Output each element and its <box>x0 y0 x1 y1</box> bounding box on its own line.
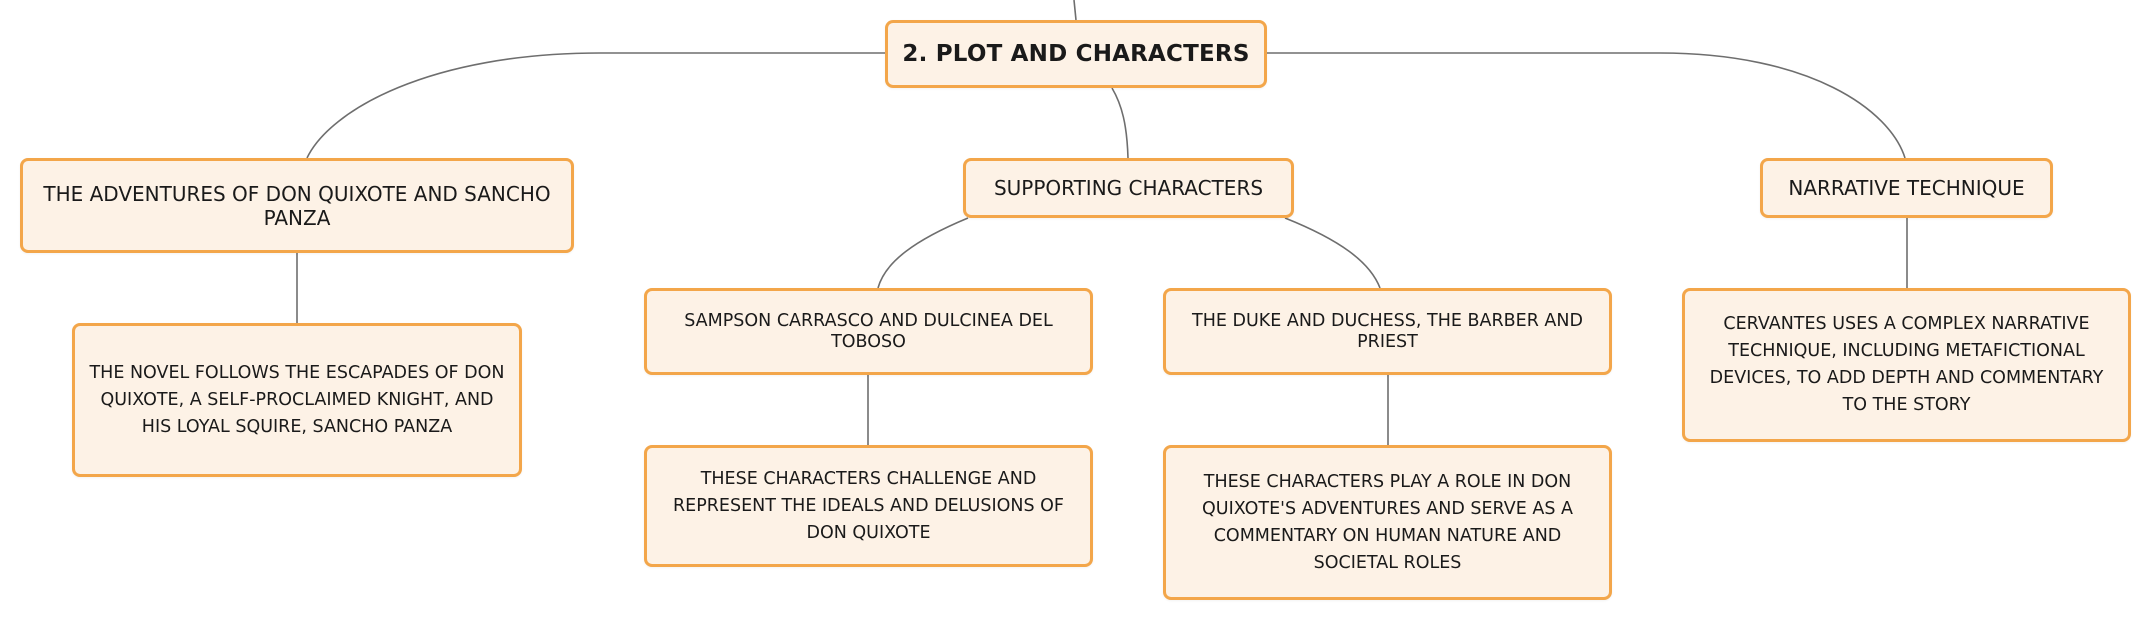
detail-node-narrative-technique-text: CERVANTES USES A COMPLEX NARRATIVE TECHN… <box>1709 314 2104 415</box>
child-node-sampson-dulcinea[interactable]: SAMPSON CARRASCO AND DULCINEA DEL TOBOSO <box>644 288 1093 375</box>
branch-node-narrative-technique[interactable]: NARRATIVE TECHNIQUE <box>1760 158 2053 218</box>
connector-root-incoming <box>1073 0 1077 21</box>
root-node[interactable]: 2. PLOT AND CHARACTERS <box>885 20 1267 88</box>
detail-node-adventures-text: THE NOVEL FOLLOWS THE ESCAPADES OF DON Q… <box>89 362 505 437</box>
detail-node-adventures[interactable]: THE NOVEL FOLLOWS THE ESCAPADES OF DON Q… <box>72 323 522 477</box>
connector-root-to-narrative <box>1267 52 1906 159</box>
branch-node-adventures[interactable]: THE ADVENTURES OF DON QUIXOTE AND SANCHO… <box>20 158 574 253</box>
child-node-sampson-dulcinea-label: SAMPSON CARRASCO AND DULCINEA DEL TOBOSO <box>684 310 1053 352</box>
connector-supporting-to-sampson <box>877 217 969 289</box>
detail-node-duke-duchess-text: THESE CHARACTERS PLAY A ROLE IN DON QUIX… <box>1202 471 1573 573</box>
branch-node-adventures-label: THE ADVENTURES OF DON QUIXOTE AND SANCHO… <box>43 181 551 230</box>
connector-root-to-adventures <box>306 52 885 159</box>
detail-node-narrative-technique[interactable]: CERVANTES USES A COMPLEX NARRATIVE TECHN… <box>1682 288 2131 442</box>
detail-node-duke-duchess[interactable]: THESE CHARACTERS PLAY A ROLE IN DON QUIX… <box>1163 445 1612 600</box>
child-node-duke-duchess[interactable]: THE DUKE AND DUCHESS, THE BARBER AND PRI… <box>1163 288 1612 375</box>
branch-node-supporting-characters[interactable]: SUPPORTING CHARACTERS <box>963 158 1294 218</box>
detail-node-sampson-dulcinea[interactable]: THESE CHARACTERS CHALLENGE AND REPRESENT… <box>644 445 1093 567</box>
branch-node-narrative-technique-label: NARRATIVE TECHNIQUE <box>1788 176 2025 200</box>
connector-root-to-supporting <box>1111 87 1129 159</box>
root-node-label: 2. PLOT AND CHARACTERS <box>902 41 1250 67</box>
branch-node-supporting-characters-label: SUPPORTING CHARACTERS <box>993 176 1264 200</box>
detail-node-sampson-dulcinea-text: THESE CHARACTERS CHALLENGE AND REPRESENT… <box>672 468 1064 543</box>
connector-supporting-to-duke <box>1284 217 1381 289</box>
child-node-duke-duchess-label: THE DUKE AND DUCHESS, THE BARBER AND PRI… <box>1192 310 1583 352</box>
